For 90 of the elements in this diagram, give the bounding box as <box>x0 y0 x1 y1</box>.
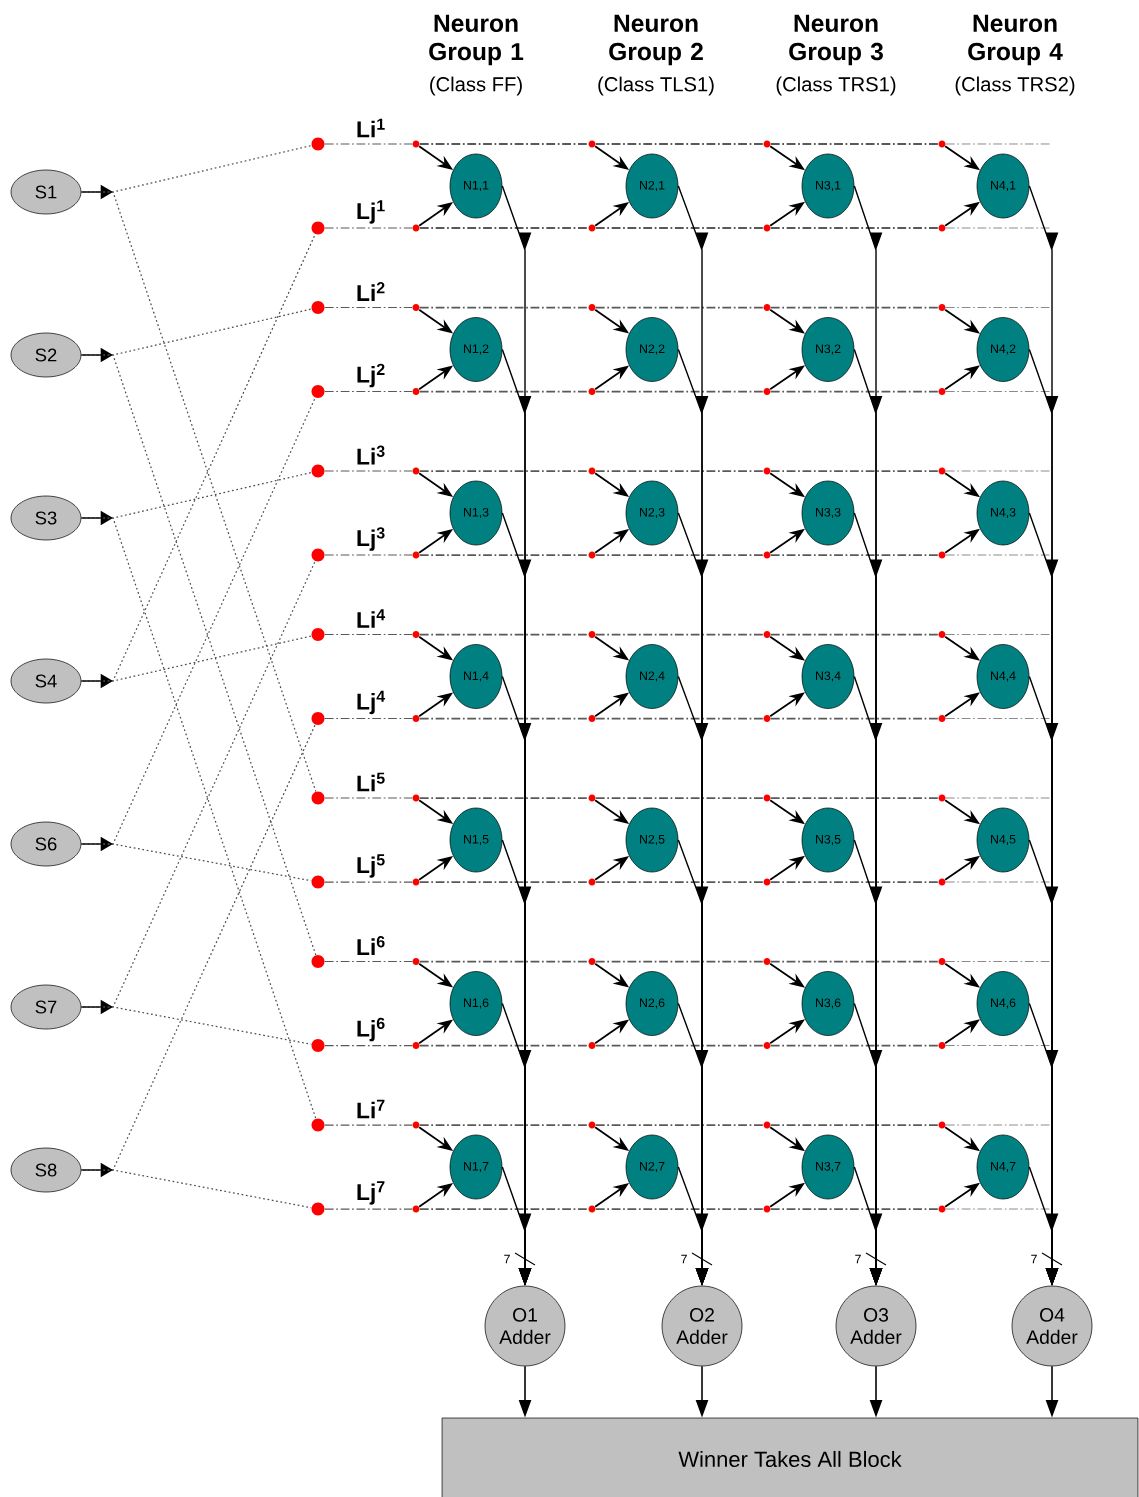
connecting-line <box>418 306 590 309</box>
connecting-line <box>595 390 765 393</box>
connecting-line <box>418 143 590 145</box>
connecting-line <box>770 306 940 309</box>
class-label: (Class TRS1) <box>776 76 896 96</box>
connecting-line <box>324 390 413 393</box>
connecting-line <box>324 881 413 883</box>
connecting-line <box>80 724 316 1171</box>
connecting-line <box>324 960 413 963</box>
line-label: Lj$^{2}$ <box>357 363 385 388</box>
connecting-line <box>595 717 765 720</box>
connecting-line <box>80 560 316 1008</box>
connecting-line <box>324 633 413 636</box>
connecting-line <box>80 397 316 845</box>
connecting-line <box>418 633 590 636</box>
connecting-line <box>770 1124 940 1126</box>
bus-width-label: 7 <box>1031 1254 1037 1264</box>
bus-width-label: 7 <box>504 1254 510 1264</box>
connecting-line <box>80 517 317 1120</box>
connecting-line <box>324 1124 413 1126</box>
connecting-line <box>324 797 413 799</box>
line-label: Lj$^{3}$ <box>357 527 385 551</box>
class-label: (Class TRS2) <box>955 76 1075 96</box>
connecting-line <box>770 554 940 556</box>
line-label: Li$^{7}$ <box>357 1099 385 1119</box>
line-label: Lj$^{1}$ <box>357 200 385 224</box>
connecting-line <box>324 1208 413 1210</box>
line-label: Li$^{1}$ <box>357 118 385 138</box>
connecting-line <box>595 1208 765 1210</box>
line-label: Li$^{5}$ <box>357 772 385 792</box>
line-label: Lj$^{6}$ <box>357 1017 385 1042</box>
connecting-line <box>418 390 590 393</box>
column-heading: Neuron Group 1 <box>429 14 524 66</box>
connecting-line <box>770 881 940 883</box>
connecting-line <box>770 470 940 472</box>
connecting-line <box>770 390 940 393</box>
connecting-line <box>595 960 765 963</box>
connecting-line <box>418 227 590 229</box>
connecting-line <box>770 1208 940 1210</box>
connecting-line <box>595 227 765 229</box>
connecting-line <box>770 797 940 799</box>
connecting-line <box>770 633 940 636</box>
connecting-line <box>80 233 316 682</box>
column-heading: Neuron Group 4 <box>968 14 1063 66</box>
line-label: Lj$^{5}$ <box>357 854 385 878</box>
connecting-line <box>418 797 590 799</box>
connecting-line <box>324 227 413 229</box>
connecting-line <box>770 143 940 145</box>
line-label: Li$^{3}$ <box>357 445 385 465</box>
connecting-line <box>324 1044 413 1047</box>
connecting-line <box>324 470 413 472</box>
connecting-line <box>418 717 590 720</box>
connecting-line <box>418 470 590 472</box>
class-label: (Class TLS1) <box>598 76 714 96</box>
connecting-line <box>418 881 590 883</box>
connecting-line <box>324 143 413 145</box>
connecting-line <box>595 1044 765 1047</box>
line-label: Li$^{4}$ <box>357 609 386 628</box>
connecting-line <box>595 143 765 145</box>
connecting-line <box>324 717 413 720</box>
connecting-line <box>595 306 765 309</box>
connecting-line <box>770 960 940 963</box>
connecting-line <box>595 554 765 556</box>
connecting-line <box>418 554 590 556</box>
connecting-line <box>595 797 765 799</box>
line-label: Li$^{6}$ <box>357 936 385 955</box>
connecting-line <box>595 881 765 883</box>
column-heading: Neuron Group 2 <box>609 14 703 66</box>
connecting-line <box>80 191 317 793</box>
class-label: (Class FF) <box>430 76 522 96</box>
connecting-line <box>770 717 940 720</box>
connecting-line <box>324 306 413 309</box>
connecting-line <box>770 1044 940 1047</box>
connecting-line <box>595 1124 765 1126</box>
connecting-line <box>418 1124 590 1126</box>
bus-width-label: 7 <box>681 1254 687 1264</box>
line-label: Lj$^{4}$ <box>357 690 386 715</box>
connecting-line <box>770 227 940 229</box>
line-label: Lj$^{7}$ <box>357 1181 385 1205</box>
connecting-line <box>418 1044 590 1047</box>
connecting-line <box>80 354 317 956</box>
block-box: Winner Takes All Block <box>441 1417 1139 1497</box>
connecting-line <box>418 1208 590 1210</box>
connecting-line <box>324 554 413 556</box>
connecting-line <box>595 470 765 472</box>
connecting-line <box>418 960 590 963</box>
column-heading: Neuron Group 3 <box>789 14 883 66</box>
line-label: Li$^{2}$ <box>357 282 385 301</box>
bus-width-label: 7 <box>855 1254 861 1264</box>
connecting-line <box>595 633 765 636</box>
